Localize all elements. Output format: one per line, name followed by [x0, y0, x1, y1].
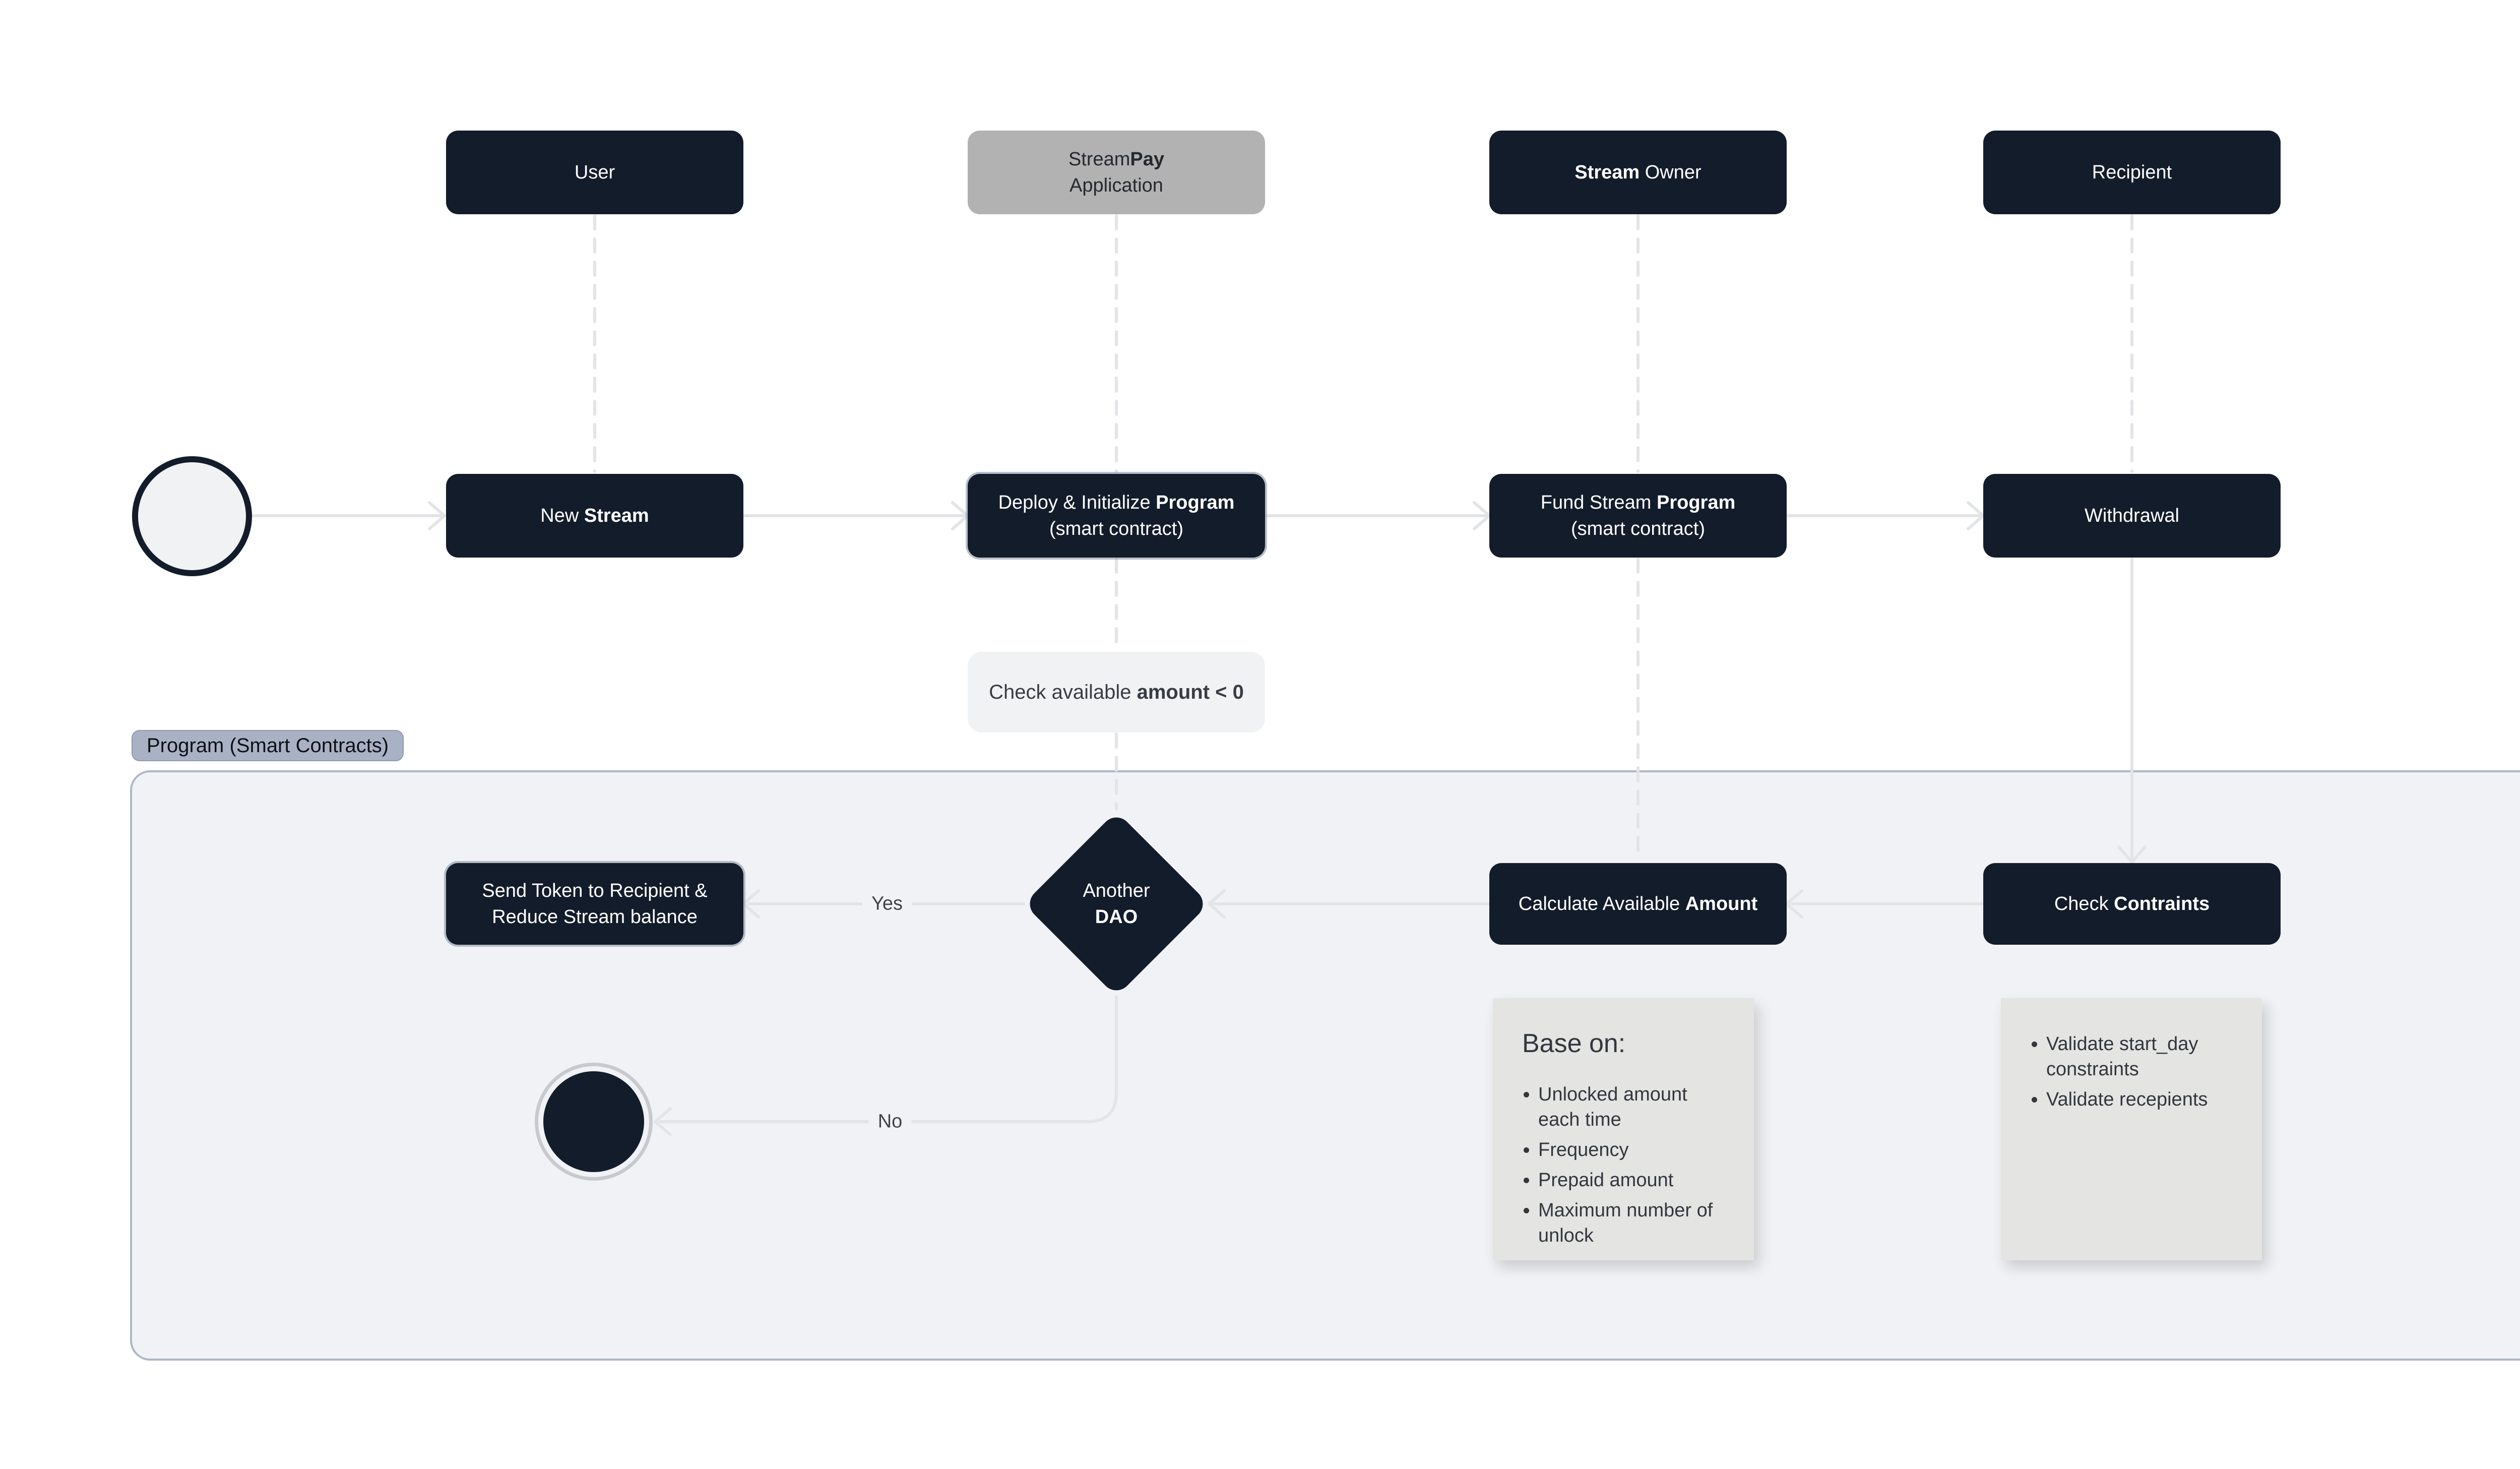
- end-node[interactable]: [543, 1071, 644, 1172]
- list-item: Frequency: [1538, 1137, 1734, 1162]
- sticky-base-on-list: Unlocked amount each time Frequency Prep…: [1503, 1082, 1734, 1248]
- sticky-base-on-title: Base on:: [1522, 1029, 1626, 1058]
- node-recipient[interactable]: Recipient: [1983, 131, 2281, 214]
- node-send-token-label: Send Token to Recipient & Reduce Stream …: [482, 880, 708, 928]
- connector-deploy-to-fund: [1264, 501, 1491, 530]
- node-fund-stream-program[interactable]: Fund Stream Program (smart contract): [1489, 474, 1787, 558]
- list-item: Unlocked amount each time: [1538, 1082, 1734, 1132]
- node-new-stream-label: New Stream: [540, 505, 649, 526]
- node-new-stream[interactable]: New Stream: [446, 474, 743, 558]
- sticky-note-base-on[interactable]: Base on: Unlocked amount each time Frequ…: [1493, 998, 1754, 1260]
- sticky-note-validate[interactable]: Validate start_day constraints Validate …: [2001, 998, 2262, 1260]
- note-check-available-text: Check available amount < 0: [989, 681, 1244, 703]
- connector-start-to-new-stream: [249, 501, 446, 530]
- node-deploy-label: Deploy & Initialize Program (smart contr…: [998, 492, 1235, 539]
- program-section-label-text: Program (Smart Contracts): [147, 734, 389, 757]
- connector-new-stream-to-deploy: [742, 501, 969, 530]
- list-item: Validate start_day constraints: [2046, 1031, 2242, 1082]
- node-streampay-label: StreamPay Application: [1068, 149, 1165, 196]
- node-withdrawal-label: Withdrawal: [2085, 505, 2179, 526]
- node-deploy-initialize-program[interactable]: Deploy & Initialize Program (smart contr…: [968, 474, 1265, 558]
- node-check-constraints-label: Check Contraints: [2054, 893, 2210, 914]
- sticky-validate-list: Validate start_day constraints Validate …: [2011, 1031, 2242, 1112]
- program-section-label[interactable]: Program (Smart Contracts): [132, 730, 404, 761]
- node-send-token[interactable]: Send Token to Recipient & Reduce Stream …: [446, 863, 743, 945]
- node-stream-owner[interactable]: Stream Owner: [1489, 131, 1787, 214]
- node-fund-label: Fund Stream Program (smart contract): [1540, 492, 1736, 539]
- connector-fund-to-withdrawal: [1785, 501, 1985, 530]
- note-check-available-amount[interactable]: Check available amount < 0: [968, 652, 1265, 732]
- start-node[interactable]: [132, 456, 252, 576]
- node-calculate-label: Calculate Available Amount: [1518, 893, 1758, 914]
- node-user[interactable]: User: [446, 131, 743, 214]
- node-streampay-application[interactable]: StreamPay Application: [968, 131, 1265, 214]
- node-calculate-available-amount[interactable]: Calculate Available Amount: [1489, 863, 1787, 945]
- node-stream-owner-label: Stream Owner: [1574, 162, 1702, 183]
- node-withdrawal[interactable]: Withdrawal: [1983, 474, 2281, 558]
- node-check-constraints[interactable]: Check Contraints: [1983, 863, 2281, 945]
- edge-label-yes: Yes: [862, 892, 912, 916]
- decision-another-dao[interactable]: Another DAO: [1024, 811, 1209, 997]
- node-recipient-label: Recipient: [2092, 162, 2172, 183]
- decision-label: Another DAO: [1083, 880, 1150, 928]
- node-user-label: User: [574, 162, 615, 183]
- edge-label-no: No: [868, 1110, 912, 1134]
- list-item: Prepaid amount: [1538, 1168, 1734, 1193]
- list-item: Maximum number of unlock: [1538, 1198, 1734, 1248]
- list-item: Validate recepients: [2046, 1087, 2242, 1112]
